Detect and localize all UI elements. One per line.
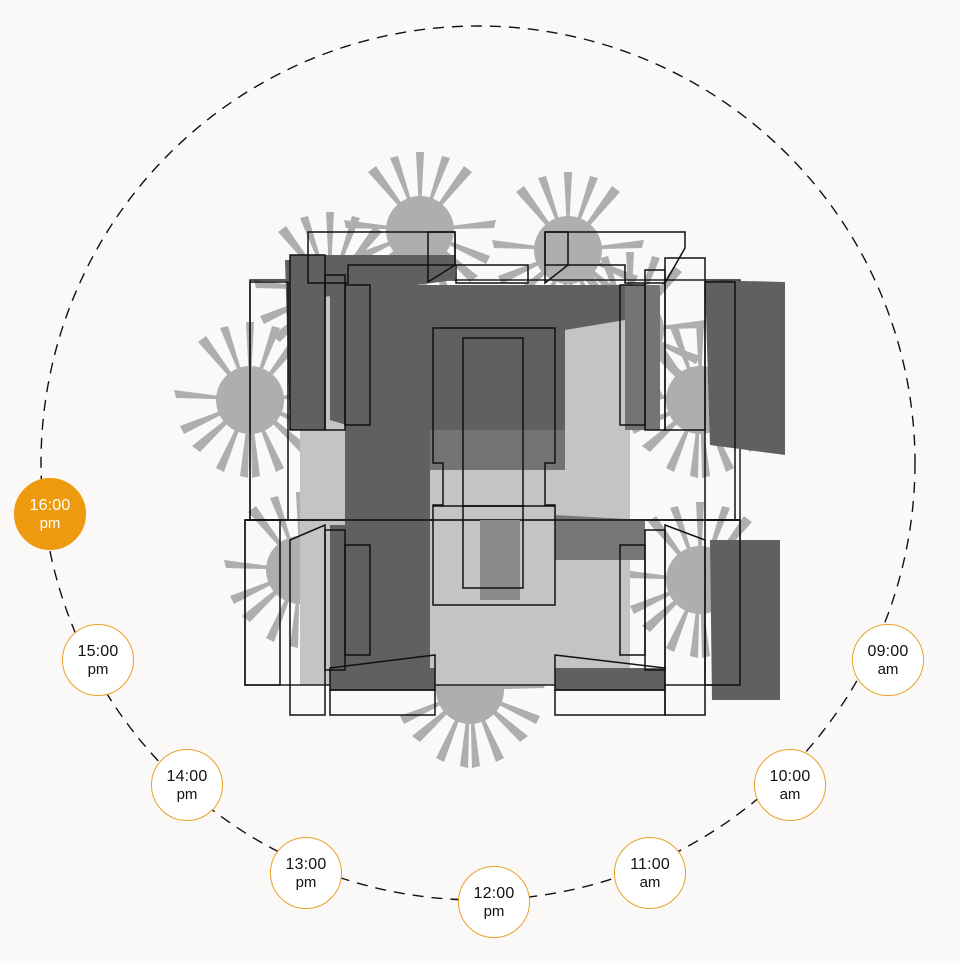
time-marker-hour: 13:00: [285, 855, 327, 873]
building-shadows: [285, 255, 785, 700]
time-marker-period: pm: [39, 514, 61, 532]
time-marker-hour: 10:00: [769, 767, 811, 785]
time-marker-hour: 09:00: [867, 642, 909, 660]
time-marker-hour: 14:00: [166, 767, 208, 785]
time-marker-period: am: [639, 873, 661, 891]
time-marker-period: pm: [483, 902, 505, 920]
time-marker-period: pm: [295, 873, 317, 891]
time-marker-hour: 12:00: [473, 884, 515, 902]
time-marker-period: am: [877, 660, 899, 678]
building-outlines: [244, 231, 741, 716]
time-marker-hour: 11:00: [630, 855, 670, 873]
time-marker-period: pm: [176, 785, 198, 803]
time-marker-period: am: [779, 785, 801, 803]
time-marker-hour: 15:00: [77, 642, 119, 660]
time-marker-period: pm: [87, 660, 109, 678]
time-marker-hour: 16:00: [29, 496, 71, 514]
